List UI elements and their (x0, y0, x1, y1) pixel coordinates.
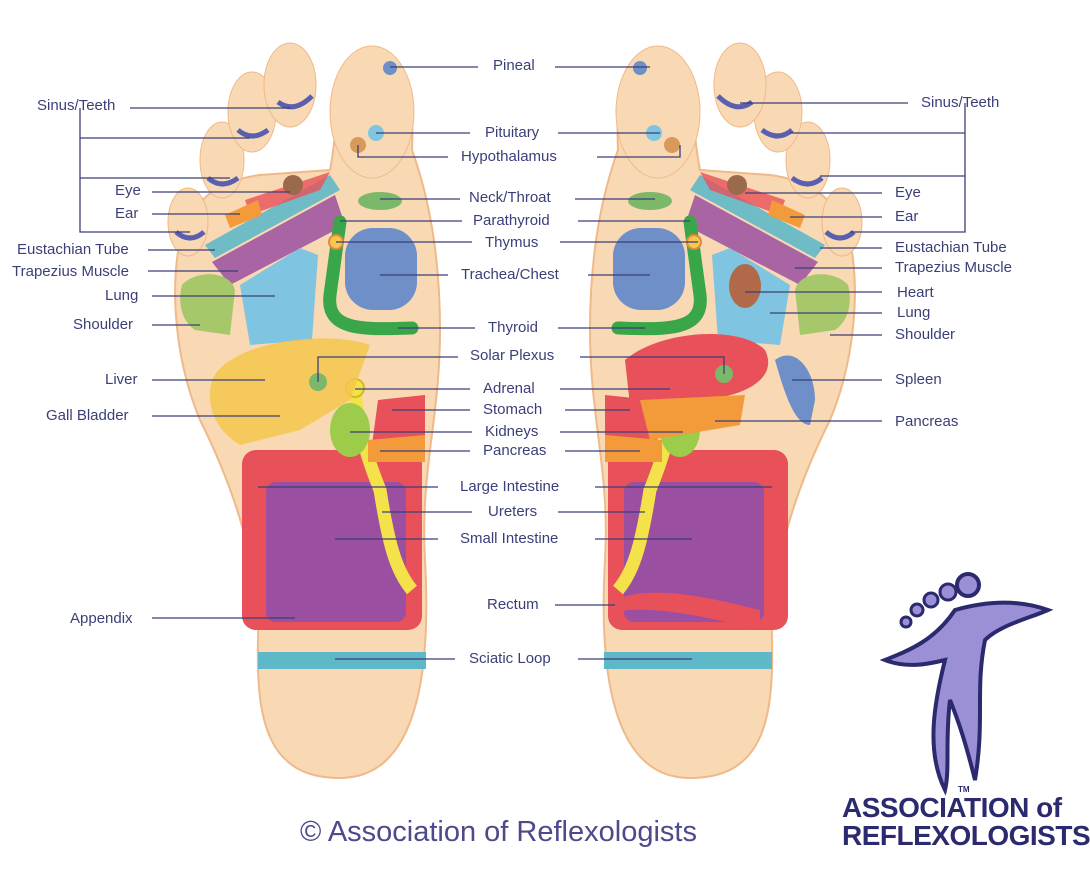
copyright-text: © Association of Reflexologists (300, 816, 697, 848)
label-left-trapezius: Trapezius Muscle (12, 263, 129, 280)
label-thymus: Thymus (485, 234, 539, 251)
label-sciatic-loop: Sciatic Loop (469, 650, 551, 667)
liver-zone (209, 338, 370, 445)
label-kidneys: Kidneys (485, 423, 539, 440)
spleen-zone (775, 355, 815, 425)
label-hypothalamus: Hypothalamus (461, 148, 557, 165)
label-left-lung: Lung (105, 287, 139, 304)
label-right-shoulder: Shoulder (895, 326, 956, 343)
logo-text-line1: ASSOCIATION of (842, 792, 1062, 823)
label-liver: Liver (105, 371, 138, 388)
label-rectum: Rectum (487, 596, 539, 613)
leader-lines (79, 66, 966, 660)
label-spleen: Spleen (895, 371, 942, 388)
label-left-shoulder: Shoulder (73, 316, 134, 333)
label-solar-plexus: Solar Plexus (470, 347, 555, 364)
logo-text-line2: REFLEXOLOGISTS (842, 820, 1090, 851)
label-left-eye: Eye (115, 182, 141, 199)
label-large-intestine: Large Intestine (460, 478, 560, 495)
label-right-ear: Ear (895, 208, 919, 225)
label-ureters: Ureters (488, 503, 538, 520)
label-right-eustachian-tube: Eustachian Tube (895, 239, 1007, 256)
logo-trademark: TM (958, 785, 970, 794)
label-gall-bladder: Gall Bladder (46, 407, 129, 424)
label-right-pancreas: Pancreas (895, 413, 959, 430)
label-heart: Heart (897, 284, 934, 301)
label-stomach: Stomach (483, 401, 543, 418)
label-thyroid: Thyroid (488, 319, 539, 336)
label-pancreas-center: Pancreas (483, 442, 547, 459)
label-left-ear: Ear (115, 205, 139, 222)
label-small-intestine: Small Intestine (460, 530, 559, 547)
heart-zone (729, 264, 761, 308)
label-adrenal: Adrenal (483, 380, 535, 397)
label-neck-throat: Neck/Throat (469, 189, 551, 206)
association-logo-figure (879, 572, 1054, 796)
label-appendix: Appendix (70, 610, 133, 627)
label-right-sinus-teeth: Sinus/Teeth (921, 94, 1000, 111)
label-pituitary: Pituitary (485, 124, 540, 141)
label-left-eustachian-tube: Eustachian Tube (17, 241, 129, 258)
label-right-lung: Lung (897, 304, 931, 321)
label-right-eye: Eye (895, 184, 921, 201)
label-left-sinus-teeth: Sinus/Teeth (37, 97, 116, 114)
rectum-zone (615, 592, 760, 630)
label-pineal: Pineal (493, 57, 535, 74)
label-trachea-chest: Trachea/Chest (461, 266, 559, 283)
label-parathyroid: Parathyroid (473, 212, 550, 229)
stomach-zone (625, 333, 769, 405)
label-right-trapezius: Trapezius Muscle (895, 259, 1012, 276)
